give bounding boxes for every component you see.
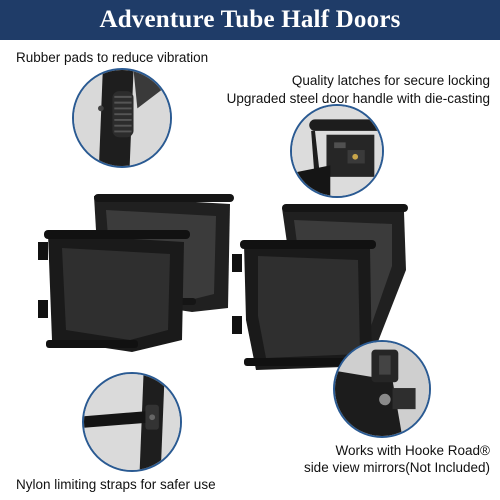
feature-caption-nylon-straps: Nylon limiting straps for safer use [16, 477, 216, 492]
rubber-pad-illustration [74, 70, 170, 166]
rubber-pad-detail-image [72, 68, 172, 168]
feature-caption-rubber-pads: Rubber pads to reduce vibration [16, 50, 209, 65]
feature-caption-latches: Quality latches for secure locking [291, 73, 490, 88]
page-title: Adventure Tube Half Doors [99, 6, 401, 33]
mirror-mount-detail-image [333, 340, 431, 438]
feature-caption-mirror-compat: Works with Hooke Road® [335, 443, 490, 458]
nylon-strap-detail-image [82, 372, 182, 472]
title-banner: Adventure Tube Half Doors [0, 0, 500, 40]
feature-caption-door-handle: Upgraded steel door handle with die-cast… [226, 91, 490, 106]
latch-illustration [292, 106, 382, 196]
tube-doors-photo [20, 190, 420, 375]
nylon-strap-illustration [84, 374, 180, 470]
feature-caption-mirror-note: side view mirrors(Not Included) [303, 460, 490, 475]
mirror-mount-illustration [335, 342, 429, 436]
latch-detail-image [290, 104, 384, 198]
tube-doors-illustration [38, 194, 408, 370]
